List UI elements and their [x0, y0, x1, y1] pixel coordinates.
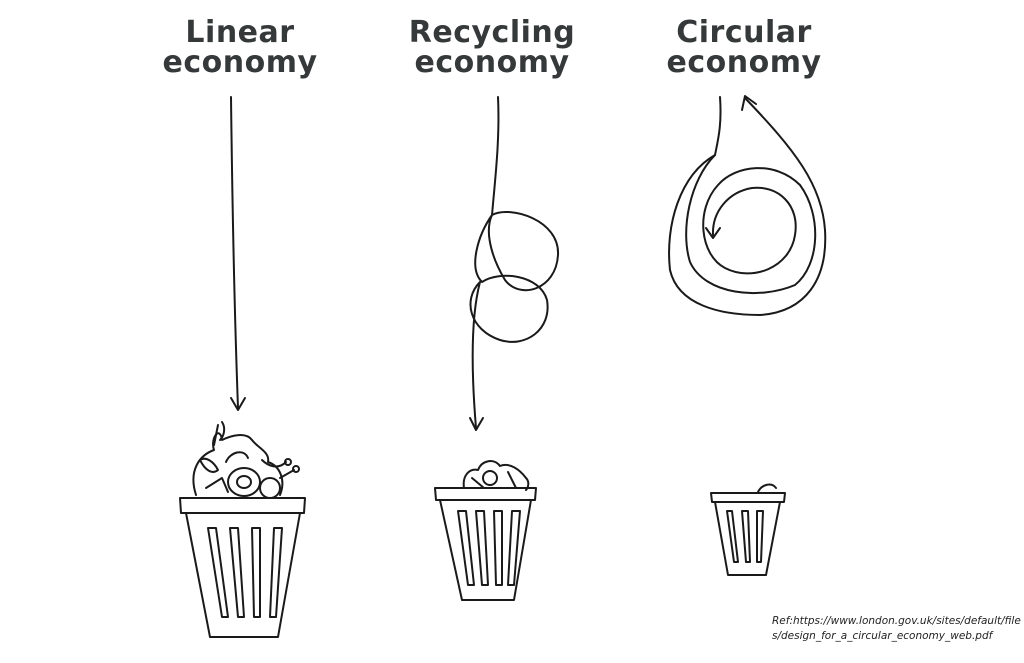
circular-title-line1: Circular: [676, 15, 812, 50]
circular-trash-bit: [757, 483, 777, 493]
circular-spiral-arrow: [668, 95, 827, 316]
circular-economy-title: Circular economy: [624, 18, 864, 78]
linear-trash-pile: [192, 421, 300, 499]
linear-title-line1: Linear: [185, 15, 295, 50]
recycling-economy-title: Recycling economy: [372, 18, 612, 78]
linear-trash-bin: [179, 421, 306, 638]
circular-title-line2: economy: [666, 45, 822, 80]
recycling-title-line2: economy: [414, 45, 570, 80]
recycling-loop-arrow: [469, 96, 560, 431]
recycling-title-line1: Recycling: [408, 15, 576, 50]
linear-title-line2: economy: [162, 45, 318, 80]
linear-arrow: [230, 96, 246, 411]
circular-trash-bin: [710, 483, 786, 576]
recycling-trash-bin: [434, 460, 537, 601]
linear-economy-title: Linear economy: [120, 18, 360, 78]
recycling-trash-pile: [462, 460, 530, 491]
reference-note: Ref:https://www.london.gov.uk/sites/defa…: [772, 615, 1021, 642]
